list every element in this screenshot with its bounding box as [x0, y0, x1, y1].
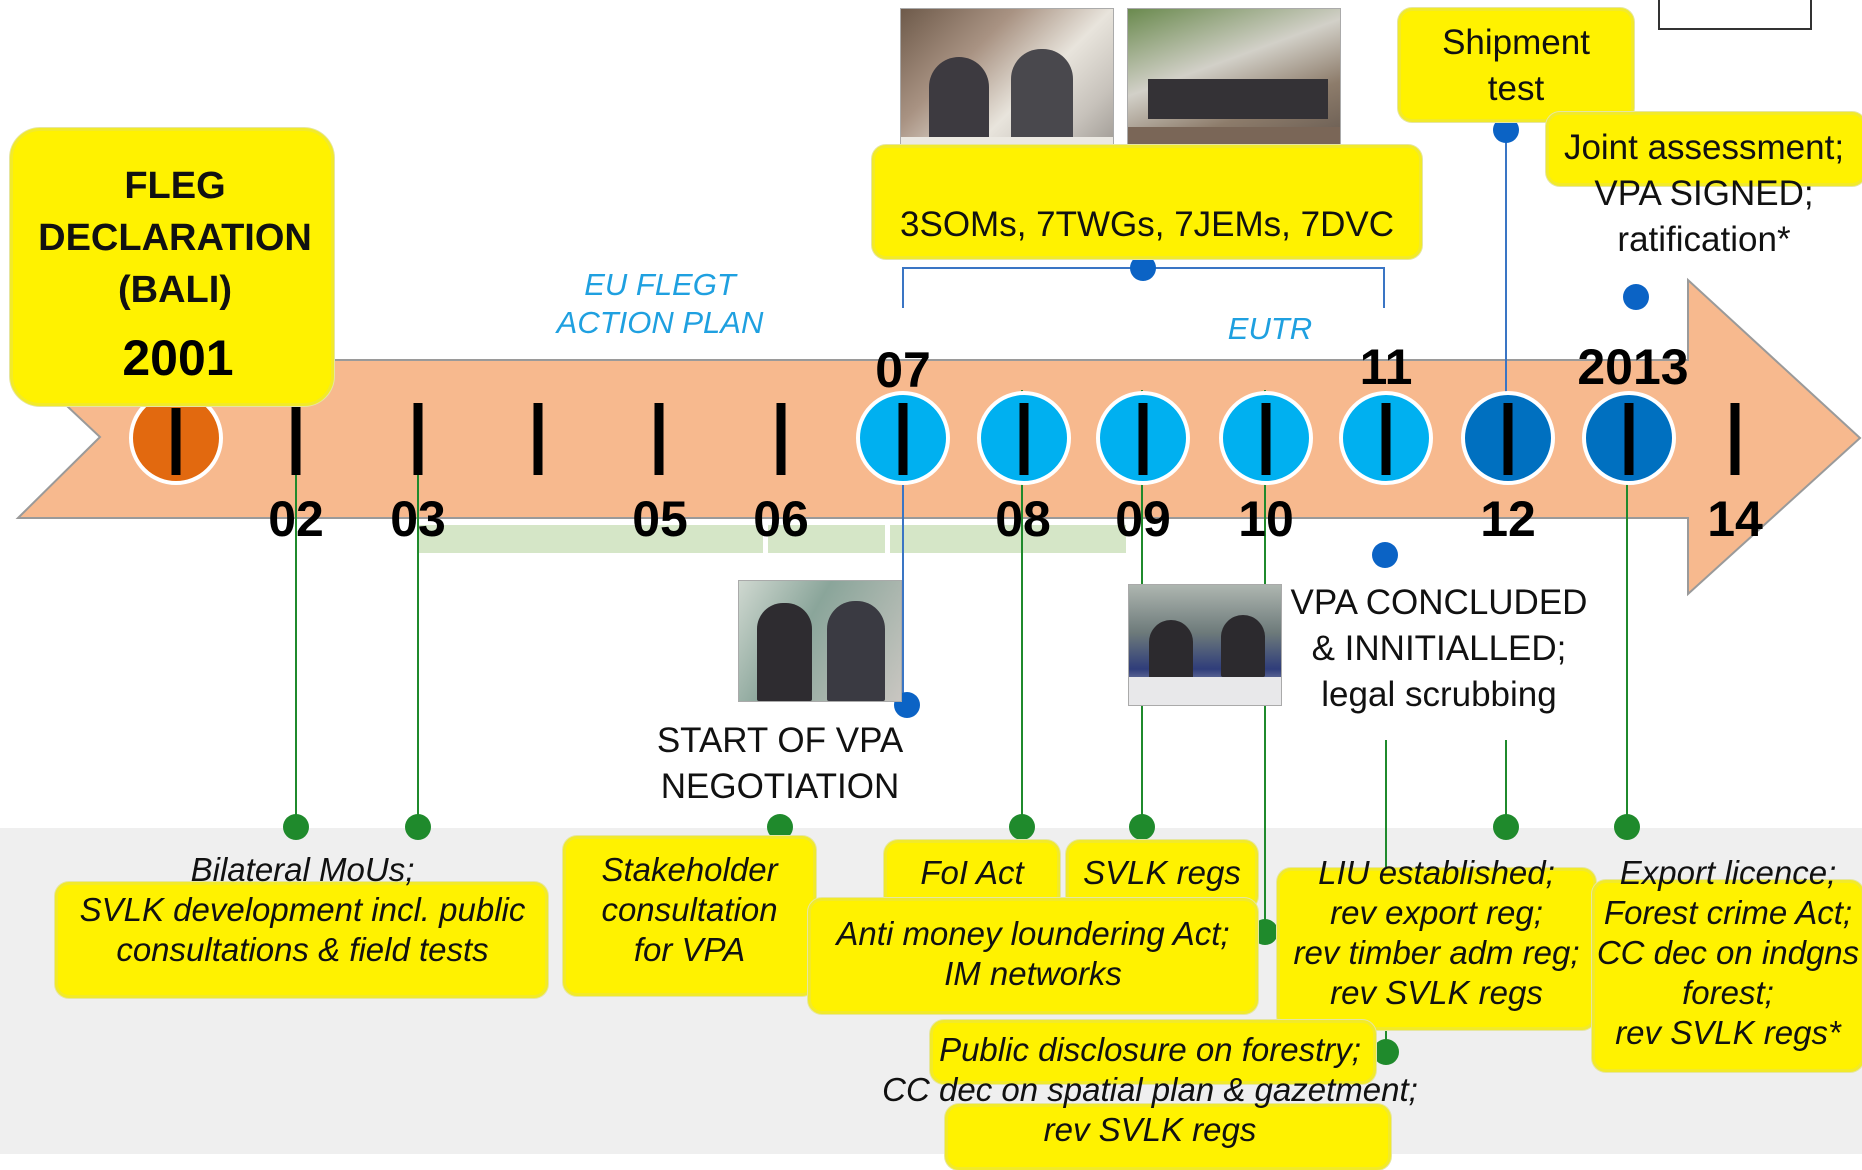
- liu-line3: rev timber adm reg;: [1293, 934, 1580, 971]
- stakeholder-line2: consultation: [601, 891, 778, 928]
- blue-connectors: [902, 130, 1507, 705]
- declaration-line2: DECLARATION: [38, 217, 312, 259]
- year-10: 10: [1238, 491, 1294, 547]
- year-09: 09: [1115, 491, 1171, 547]
- stakeholder-box: [563, 836, 816, 996]
- declaration-line3: (BALI): [118, 269, 232, 311]
- public-disclosure-box: [930, 1020, 1376, 1084]
- liu-line4: rev SVLK regs: [1330, 974, 1543, 1011]
- public-disclosure-line1: Public disclosure on forestry;: [939, 1031, 1361, 1068]
- mous-box: [55, 882, 548, 998]
- mous-line2: SVLK development incl. public: [79, 891, 526, 928]
- period-bar-1: [418, 525, 763, 553]
- anti-money-label: Anti money loundering Act; IM networks: [808, 914, 1258, 994]
- vpa-concluded-label: VPA CONCLUDED & INNITIALLED; legal scrub…: [1284, 580, 1594, 718]
- blue-dots: [894, 117, 1649, 718]
- stakeholder-label: Stakeholder consultation for VPA: [563, 850, 816, 970]
- joint-assessment-box: [1546, 112, 1862, 186]
- year-14: 14: [1707, 491, 1763, 547]
- public-disclosure-line2: CC dec on spatial plan & gazetment;: [882, 1071, 1418, 1108]
- mous-label: Bilateral MoUs; SVLK development incl. p…: [55, 850, 550, 970]
- year-12: 12: [1480, 491, 1536, 547]
- start-vpa-line1: START OF VPA: [656, 721, 904, 760]
- eu-flegt-line2: ACTION PLAN: [556, 305, 764, 340]
- negotiation-bodies-label: 3SOMs, 7TWGs, 7JEMs, 7DVC: [900, 205, 1394, 244]
- foi-label: FoI Act: [920, 854, 1024, 891]
- eu-flegt-label: EU FLEGT ACTION PLAN: [540, 266, 780, 342]
- liu-box: [1277, 868, 1596, 1030]
- photo-signing-ceremony: [1128, 584, 1282, 706]
- vpa-concluded-line3: legal scrubbing: [1321, 675, 1557, 714]
- shipment-test-label: Shipment test: [1398, 20, 1634, 112]
- year-2013: 2013: [1577, 339, 1689, 395]
- year-08: 08: [995, 491, 1051, 547]
- year-07: 07: [875, 342, 931, 398]
- corner-box: [1658, 0, 1812, 30]
- eu-flegt-line1: EU FLEGT: [584, 267, 736, 302]
- declaration-line1: FLEG: [124, 165, 226, 207]
- shipment-line2: test: [1487, 69, 1545, 108]
- liu-line1: LIU established;: [1318, 854, 1555, 891]
- photo-two-officials: [738, 580, 902, 702]
- year-05: 05: [632, 491, 688, 547]
- liu-label: LIU established; rev export reg; rev tim…: [1277, 853, 1596, 1013]
- vpa-concluded-line2: & INNITIALLED;: [1311, 629, 1567, 668]
- shipment-box: [1398, 8, 1634, 122]
- anti-money-line2: IM networks: [944, 955, 1122, 992]
- export-licence-box: [1592, 880, 1862, 1072]
- stakeholder-line3: for VPA: [633, 931, 746, 968]
- vpa-signed-label: Joint assessment; VPA SIGNED; ratificati…: [1546, 125, 1862, 263]
- stakeholder-line1: Stakeholder: [601, 851, 778, 888]
- year-03: 03: [390, 491, 446, 547]
- anti-money-line1: Anti money loundering Act;: [836, 915, 1230, 952]
- export-licence-line3: CC dec on indgns: [1596, 934, 1860, 971]
- export-licence-line2: Forest crime Act;: [1603, 894, 1853, 931]
- tick-marks: [171, 403, 1740, 475]
- year-11: 11: [1359, 339, 1413, 395]
- period-bar-3: [890, 525, 1126, 553]
- export-licence-line4: forest;: [1682, 974, 1774, 1011]
- svlk-regs-label: SVLK regs: [1083, 854, 1241, 891]
- mous-line1: Bilateral MoUs;: [190, 851, 415, 888]
- green-dots: [283, 814, 1640, 1065]
- export-licence-line1: Export licence;: [1619, 854, 1837, 891]
- start-vpa-line2: NEGOTIATION: [660, 767, 900, 806]
- vpa-concluded-line1: VPA CONCLUDED: [1290, 583, 1588, 622]
- negotiation-box: [872, 145, 1422, 259]
- liu-line2: rev export reg;: [1330, 894, 1543, 931]
- anti-money-box: [808, 898, 1258, 1014]
- start-vpa-label: START OF VPA NEGOTIATION: [640, 718, 920, 810]
- shipment-line1: Shipment: [1442, 23, 1590, 62]
- declaration-title: FLEG DECLARATION (BALI): [20, 160, 330, 316]
- year-06: 06: [753, 491, 809, 547]
- year-2001: 2001: [122, 330, 234, 386]
- vpa-signed-line1: Joint assessment;: [1563, 128, 1845, 167]
- vpa-signed-line3: ratification*: [1617, 220, 1791, 259]
- period-bar-2: [768, 525, 885, 553]
- export-licence-label: Export licence; Forest crime Act; CC dec…: [1592, 853, 1862, 1053]
- eutr-label: EUTR: [1227, 311, 1313, 346]
- year-02: 02: [268, 491, 324, 547]
- public-disclosure-label: Public disclosure on forestry; CC dec on…: [880, 1030, 1420, 1150]
- mous-line3: consultations & field tests: [116, 931, 489, 968]
- vpa-signed-line2: VPA SIGNED;: [1594, 174, 1814, 213]
- declaration-box: [10, 128, 334, 406]
- export-licence-line5: rev SVLK regs*: [1615, 1014, 1841, 1051]
- public-disclosure-line3: rev SVLK regs: [1043, 1111, 1257, 1148]
